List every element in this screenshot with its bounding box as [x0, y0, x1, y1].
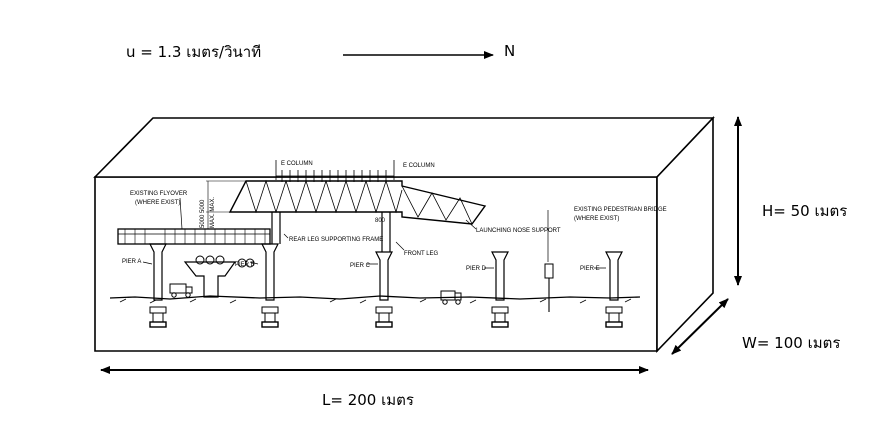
- box-outline: [93, 115, 715, 353]
- max-label: MAX. MAX.: [210, 197, 216, 228]
- flyover-center-column: [183, 261, 237, 298]
- pier-e-label: PIER E: [580, 266, 600, 272]
- flyover-deck-hatch: [124, 229, 266, 244]
- velocity-label: u = 1.3 เมตร/วินาที: [126, 43, 262, 61]
- pier-d: [491, 251, 509, 328]
- width-label: W= 100 เมตร: [742, 334, 841, 352]
- box-side-face: [656, 115, 714, 353]
- where-exist-label-1: (WHERE EXIST): [135, 200, 180, 206]
- height-label: H= 50 เมตร: [762, 202, 848, 220]
- rear-leg-label: REAR LEG SUPPORTING FRAME: [289, 237, 383, 243]
- truck-2: [440, 290, 462, 305]
- pier-c-label: PIER C: [350, 263, 371, 269]
- truss-web: [245, 179, 473, 225]
- ground-hatch: [119, 298, 632, 304]
- e-column-2-label: E COLUMN: [403, 163, 435, 169]
- ground-line: [109, 295, 641, 300]
- length-label: L= 200 เมตร: [322, 391, 414, 409]
- existing-flyover-label: EXISTING FLYOVER: [130, 191, 188, 197]
- pier-a: [149, 243, 167, 328]
- engineering-drawing: E COLUMN E COLUMN EXISTING FLYOVER (WHER…: [109, 160, 667, 328]
- rear-leg: [271, 212, 281, 244]
- pier-a-label: PIER A: [122, 259, 141, 265]
- front-leg-label: FRONT LEG: [404, 251, 439, 257]
- pedestrian-bridge-label: EXISTING PEDESTRIAN BRIDGE: [574, 207, 667, 213]
- dim-max-label: 5000 5000: [200, 199, 206, 228]
- pier-b-label: PIER B: [235, 262, 255, 268]
- flyover-deck: [117, 228, 271, 245]
- north-label: N: [504, 42, 516, 60]
- launching-nose-label: LAUNCHING NOSE SUPPORT: [476, 228, 561, 234]
- pier-d-label: PIER D: [466, 266, 487, 272]
- truck-1: [169, 283, 193, 298]
- width-arrow: [671, 298, 729, 355]
- launching-truss: [206, 160, 487, 229]
- where-exist-label-2: (WHERE EXIST): [574, 216, 619, 222]
- pier-c: [375, 251, 393, 328]
- front-leg: [381, 212, 391, 252]
- dim-800-label: 800: [375, 218, 386, 224]
- pier-b: [261, 243, 279, 328]
- e-column-1-label: E COLUMN: [281, 161, 313, 167]
- pier-e: [605, 251, 623, 328]
